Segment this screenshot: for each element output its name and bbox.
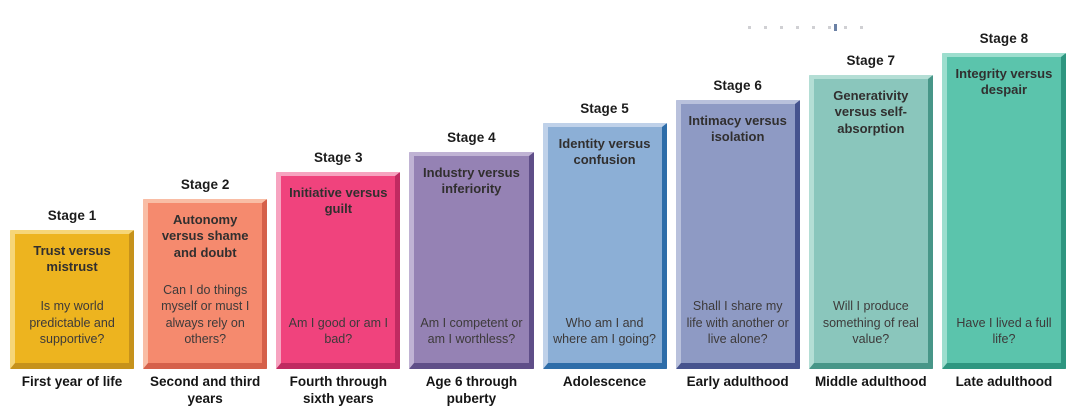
stage-label: Stage 1 <box>47 208 97 223</box>
stage-question: Is my world predictable and supportive? <box>29 299 115 346</box>
stage-bar: Industry versus inferiority Am I compete… <box>409 152 534 369</box>
stage-bar: Initiative versus guilt Am I good or am … <box>276 172 401 369</box>
stage-title: Initiative versus guilt <box>289 185 388 217</box>
stage-question: Who am I and where am I going? <box>553 315 656 346</box>
stage-period: Fourth through sixth years <box>289 374 388 406</box>
stage-bar: Identity versus confusion Who am I and w… <box>542 123 667 369</box>
stage-period: Early adulthood <box>686 374 789 389</box>
stage-period: Adolescence <box>562 374 647 389</box>
stage-bar: Trust versus mistrust Is my world predic… <box>10 230 135 369</box>
stage-column: Stage 5 Identity versus confusion Who am… <box>542 0 667 411</box>
stage-label: Stage 3 <box>313 150 363 165</box>
stage-column: Stage 8 Integrity versus despair Have I … <box>941 0 1066 411</box>
stage-column: Stage 3 Initiative versus guilt Am I goo… <box>276 0 401 411</box>
stage-title: Generativity versus self-absorption <box>833 88 909 136</box>
stage-bar: Autonomy versus shame and doubt Can I do… <box>143 199 268 369</box>
stage-period: Age 6 through puberty <box>425 374 518 406</box>
stage-question: Will I produce something of real value? <box>822 299 919 346</box>
stage-title: Integrity versus despair <box>955 66 1053 98</box>
stage-label: Stage 2 <box>180 177 230 192</box>
stage-period: Second and third years <box>150 374 261 406</box>
stage-title: Intimacy versus isolation <box>688 113 787 145</box>
stage-question: Have I lived a full life? <box>956 315 1052 346</box>
stage-label: Stage 4 <box>447 130 496 145</box>
stage-label: Stage 7 <box>846 53 896 68</box>
stage-title: Identity versus confusion <box>558 136 651 168</box>
stage-column: Stage 1 Trust versus mistrust Is my worl… <box>10 0 135 411</box>
stage-question: Shall I share my life with another or li… <box>686 299 789 346</box>
stage-bar: Intimacy versus isolation Shall I share … <box>675 100 800 369</box>
stage-question: Am I competent or am I worthless? <box>420 315 523 346</box>
stage-label: Stage 8 <box>979 31 1029 46</box>
stage-title: Trust versus mistrust <box>33 243 111 275</box>
stage-bar: Generativity versus self-absorption Will… <box>808 75 933 369</box>
stage-label: Stage 5 <box>580 101 629 116</box>
stage-bar: Integrity versus despair Have I lived a … <box>941 53 1066 369</box>
stage-period: Middle adulthood <box>814 374 927 389</box>
stage-period: First year of life <box>21 374 123 389</box>
stage-column: Stage 7 Generativity versus self-absorpt… <box>808 0 933 411</box>
cropped-text-artifact-tick <box>834 24 837 31</box>
stage-label: Stage 6 <box>713 78 763 93</box>
stage-question: Can I do things myself or must I always … <box>161 283 250 346</box>
stage-period: Late adulthood <box>955 374 1053 389</box>
stage-column: Stage 6 Intimacy versus isolation Shall … <box>675 0 800 411</box>
stage-question: Am I good or am I bad? <box>288 315 388 346</box>
stage-title: Autonomy versus shame and doubt <box>161 212 249 260</box>
stage-column: Stage 4 Industry versus inferiority Am I… <box>409 0 534 411</box>
cropped-text-artifact <box>748 24 870 31</box>
stage-title: Industry versus inferiority <box>423 165 520 197</box>
stage-column: Stage 2 Autonomy versus shame and doubt … <box>143 0 268 411</box>
